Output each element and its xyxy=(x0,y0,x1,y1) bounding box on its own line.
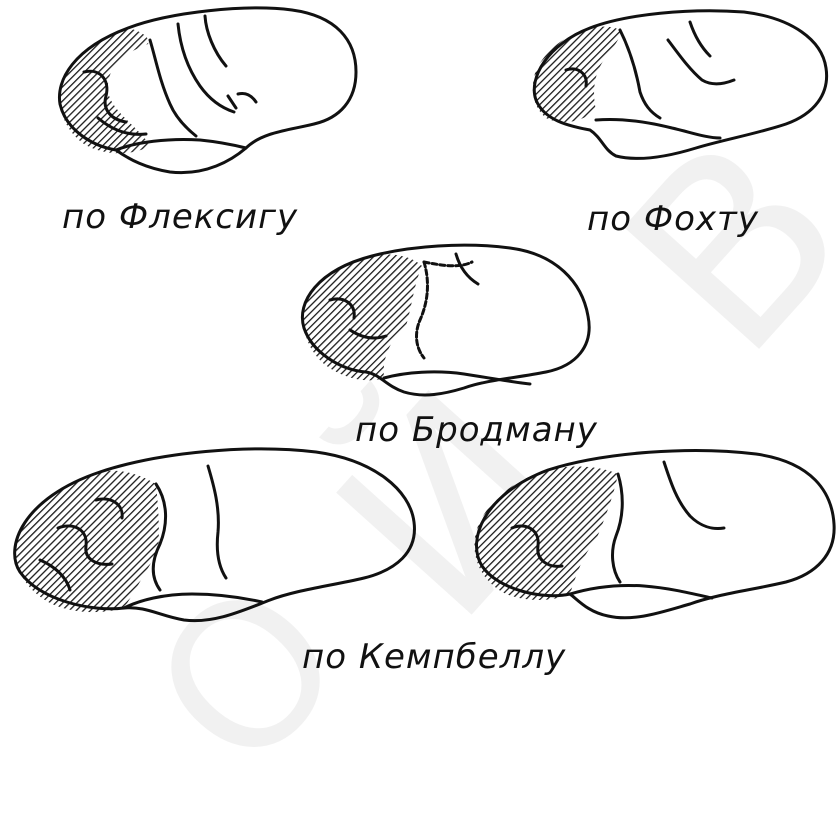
brain-flechsig xyxy=(59,8,356,173)
brain-brodmann xyxy=(302,245,589,395)
sulcus xyxy=(205,16,226,66)
sulcus xyxy=(208,466,226,578)
sulcus xyxy=(150,40,196,136)
sulcus xyxy=(456,254,478,284)
brain-campbell-right xyxy=(474,451,834,618)
sulcus xyxy=(690,22,710,56)
sulcus xyxy=(178,24,234,112)
sulcus xyxy=(424,262,472,266)
frontal-region-shading xyxy=(304,254,422,380)
sulcus xyxy=(620,30,660,118)
caption-flechsig: по Флексигу xyxy=(62,200,298,234)
temporal-fold xyxy=(124,594,262,608)
frontal-region-shading xyxy=(533,27,620,122)
temporal-fold xyxy=(596,119,720,138)
temporal-fold xyxy=(570,585,712,598)
brain-campbell-left xyxy=(15,449,415,621)
caption-brodmann: по Бродману xyxy=(355,413,598,447)
sulcus xyxy=(664,462,724,529)
brain-diagrams xyxy=(0,0,837,692)
sulcus xyxy=(417,262,428,358)
sulcus xyxy=(228,93,256,108)
caption-vogt: по Фохту xyxy=(587,202,759,236)
caption-campbell: по Кемпбеллу xyxy=(302,640,566,674)
brain-vogt xyxy=(533,11,827,159)
